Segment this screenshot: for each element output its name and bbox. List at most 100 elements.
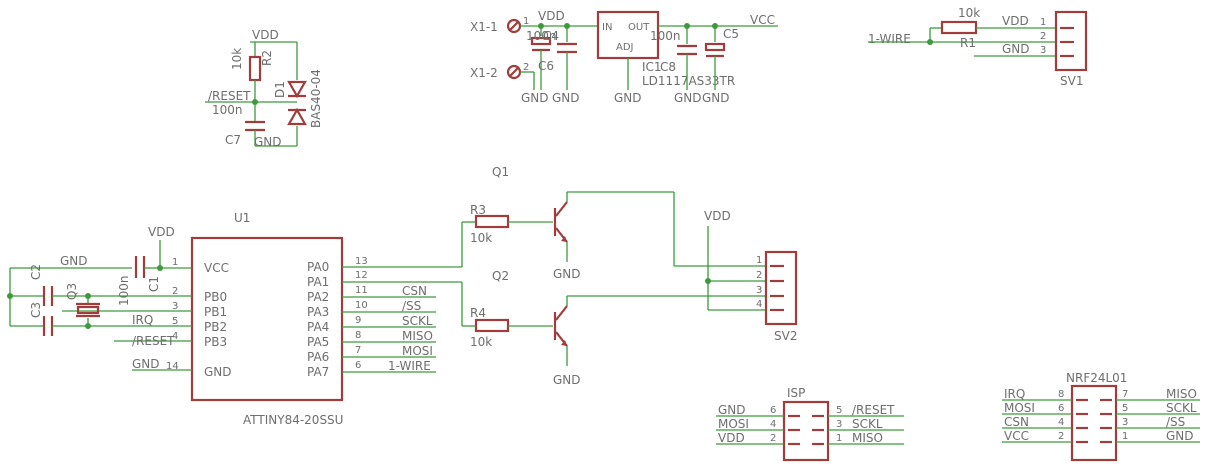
r4-label: R4 bbox=[470, 306, 486, 320]
diode-d1-upper bbox=[287, 80, 307, 99]
nrf-pin3: 3 bbox=[1122, 417, 1128, 428]
ic1-adj: ADJ bbox=[616, 42, 634, 53]
sv1-label: SV1 bbox=[1060, 74, 1083, 88]
nrf-csn: CSN bbox=[1004, 415, 1029, 429]
resistor-r2 bbox=[248, 55, 262, 82]
isp-connector bbox=[782, 400, 830, 462]
isp-pin3: 3 bbox=[836, 419, 842, 430]
u1-num-1: 1 bbox=[172, 257, 178, 268]
c4-value: 100n bbox=[526, 29, 557, 43]
nrf24l01-header: NRF24L01 IRQ MOSI CSN VCC 8 6 4 2 7 5 3 … bbox=[1002, 371, 1200, 462]
sv1-1wire-net: 1-WIRE bbox=[868, 32, 911, 46]
nrf-pin1: 1 bbox=[1122, 431, 1128, 442]
reset-net-label: /RESET bbox=[208, 89, 251, 103]
x1-2-label: X1-2 bbox=[470, 66, 498, 80]
sv2-vdd: VDD bbox=[704, 209, 731, 223]
u1-num-11: 11 bbox=[355, 285, 368, 296]
u1-irq-net: IRQ bbox=[132, 313, 153, 327]
isp-label: ISP bbox=[787, 386, 805, 400]
isp-pin5: 5 bbox=[836, 405, 842, 416]
diode-d1-lower bbox=[287, 107, 307, 126]
r2-vdd-label: VDD bbox=[252, 28, 279, 42]
r3-label: R3 bbox=[470, 203, 486, 217]
nrf-sckl: SCKL bbox=[1166, 401, 1197, 415]
nrf-mosi: MOSI bbox=[1004, 401, 1035, 415]
u1-reset-net: /RESET bbox=[132, 334, 175, 348]
sv1-pin2: 2 bbox=[1040, 31, 1046, 42]
net-ss: /SS bbox=[402, 299, 421, 313]
u1-num-4: 4 bbox=[172, 331, 178, 342]
isp-pin1: 1 bbox=[836, 433, 842, 444]
ic1-out: OUT bbox=[628, 22, 650, 33]
q3-label: Q3 bbox=[65, 283, 79, 300]
u1-body bbox=[190, 236, 344, 402]
r2-value: 10k bbox=[230, 48, 244, 70]
net-miso: MISO bbox=[402, 329, 433, 343]
isp-pin4: 4 bbox=[770, 419, 776, 430]
transistor-stage: Q1 Q2 R3 10k R4 10k GND GND VDD bbox=[462, 165, 797, 387]
u1-num-6: 6 bbox=[355, 360, 361, 371]
q1-label: Q1 bbox=[492, 165, 509, 179]
nrf-pin7: 7 bbox=[1122, 389, 1128, 400]
c4-label: C4 bbox=[543, 29, 559, 43]
c6-label: C6 bbox=[538, 59, 554, 73]
nrf-pin8: 8 bbox=[1058, 389, 1064, 400]
c7-value: 100n bbox=[212, 103, 243, 117]
c1-label: C1 bbox=[147, 276, 161, 292]
nrf-label: NRF24L01 bbox=[1066, 371, 1127, 385]
u1-num-5: 5 bbox=[172, 316, 178, 327]
u1-pin-pa4: PA4 bbox=[307, 320, 329, 334]
sv1-gnd: GND bbox=[1002, 42, 1030, 56]
mcu-u1: U1 ATTINY84-20SSU VCC PB0 PB1 PB2 PB3 GN… bbox=[7, 211, 463, 427]
ic1-in: IN bbox=[602, 22, 612, 33]
isp-gnd: GND bbox=[718, 403, 746, 417]
r1-value: 10k bbox=[958, 6, 980, 20]
regulator-circuit: X1-1 X1-2 1 2 VDD 100n C4 C6 GND GND IN … bbox=[470, 9, 778, 105]
capacitor-c5 bbox=[704, 42, 726, 52]
sv2-pin1: 1 bbox=[756, 255, 762, 266]
u1-pin-pa0: PA0 bbox=[307, 260, 329, 274]
u1-pin-pa2: PA2 bbox=[307, 290, 329, 304]
isp-reset: /RESET bbox=[852, 403, 895, 417]
u1-num-7: 7 bbox=[355, 345, 361, 356]
isp-miso: MISO bbox=[852, 431, 883, 445]
ic1-gnd: GND bbox=[614, 91, 642, 105]
ic1-value: LD1117AS33TR bbox=[642, 74, 735, 88]
u1-value: ATTINY84-20SSU bbox=[243, 413, 343, 427]
c1-value: 100n bbox=[117, 275, 131, 306]
sv2-pin4: 4 bbox=[756, 299, 762, 310]
c8-gnd: GND bbox=[674, 91, 702, 105]
isp-pin2: 2 bbox=[770, 433, 776, 444]
u1-pin-vcc: VCC bbox=[204, 261, 229, 275]
c6-gnd: GND bbox=[552, 91, 580, 105]
sv2-pin2: 2 bbox=[756, 270, 762, 281]
net-1wire: 1-WIRE bbox=[388, 359, 431, 373]
isp-pin6: 6 bbox=[770, 405, 776, 416]
c2-label: C2 bbox=[29, 264, 43, 280]
u1-num-10: 10 bbox=[355, 300, 368, 311]
r3-value: 10k bbox=[470, 231, 492, 245]
u1-num-12: 12 bbox=[355, 270, 368, 281]
capacitor-c4 bbox=[530, 36, 552, 46]
c4-gnd: GND bbox=[521, 91, 549, 105]
sv1-connector bbox=[1054, 10, 1088, 72]
reg-vcc-label: VCC bbox=[750, 13, 775, 27]
r2-label: R2 bbox=[260, 50, 274, 66]
nrf-gnd: GND bbox=[1166, 429, 1194, 443]
u1-pin-pb3: PB3 bbox=[204, 335, 227, 349]
isp-vdd: VDD bbox=[718, 431, 745, 445]
nrf-ss: /SS bbox=[1166, 415, 1185, 429]
nrf-pin4: 4 bbox=[1058, 417, 1064, 428]
c5-gnd: GND bbox=[702, 91, 730, 105]
reset-circuit: VDD 10k R2 D1 BAS40-04 /RESET 100n C7 GN… bbox=[205, 28, 323, 149]
ic1-label: IC1 bbox=[642, 60, 662, 74]
c8-value: 100n bbox=[650, 29, 681, 43]
u1-pin-pa5: PA5 bbox=[307, 335, 329, 349]
isp-mosi: MOSI bbox=[718, 417, 749, 431]
nrf-pin2: 2 bbox=[1058, 431, 1064, 442]
c8-label: C8 bbox=[660, 60, 676, 74]
net-csn: CSN bbox=[402, 284, 427, 298]
u1-pin-pb0: PB0 bbox=[204, 290, 227, 304]
sv1-pin1: 1 bbox=[1040, 17, 1046, 28]
isp-header: ISP GND MOSI VDD 6 4 2 5 3 1 /RESET SCKL… bbox=[716, 386, 904, 462]
